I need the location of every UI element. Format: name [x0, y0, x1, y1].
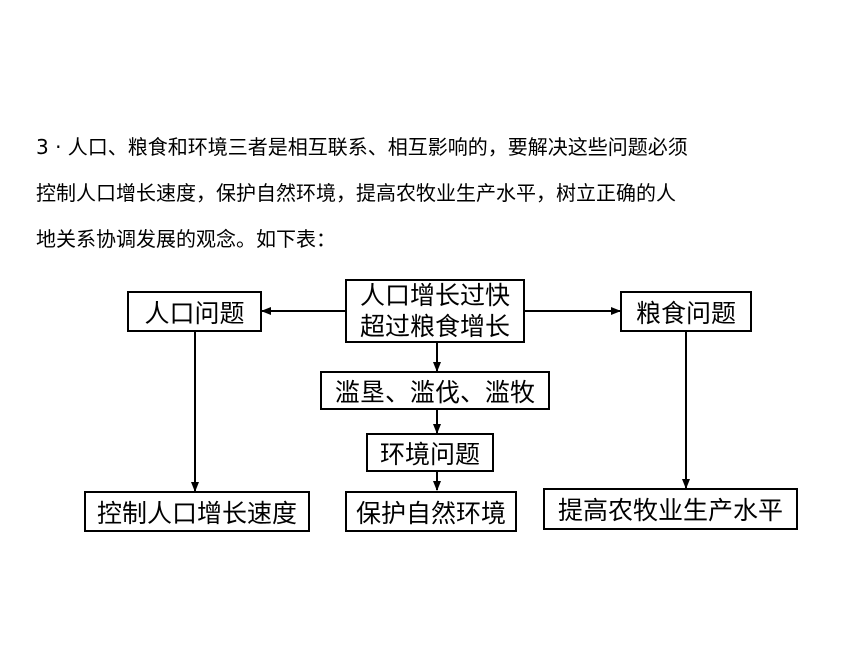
center-cause-line-2: 超过粮食增长: [359, 312, 510, 341]
right-solution-label: 提高农牧业生产水平: [557, 496, 783, 525]
left-solution-label: 控制人口增长速度: [96, 498, 297, 528]
center-cause-box: 人口增长过快 超过粮食增长: [345, 279, 525, 343]
center-cause-line-1: 人口增长过快: [359, 281, 510, 310]
right-problem-label: 粮食问题: [635, 298, 736, 328]
left-problem-label: 人口问题: [144, 298, 245, 328]
paragraph-line-3: 地关系协调发展的观念。如下表：: [36, 227, 336, 251]
question-paragraph: 3 · 人口、粮食和环境三者是相互联系、相互影响的，要解决这些问题必须 控制人口…: [36, 124, 836, 262]
left-problem-box: 人口问题: [127, 291, 262, 332]
middle-problem-label: 环境问题: [379, 439, 480, 469]
paragraph-line-2: 控制人口增长速度，保护自然环境，提高农牧业生产水平，树立正确的人: [36, 181, 676, 205]
middle-cause-box: 滥垦、滥伐、滥牧: [320, 371, 550, 410]
paragraph-line-1: 3 · 人口、粮食和环境三者是相互联系、相互影响的，要解决这些问题必须: [36, 135, 688, 159]
right-problem-box: 粮食问题: [620, 291, 752, 332]
middle-cause-label: 滥垦、滥伐、滥牧: [334, 377, 535, 407]
middle-solution-label: 保护自然环境: [355, 498, 506, 528]
left-solution-box: 控制人口增长速度: [84, 491, 310, 532]
right-solution-box: 提高农牧业生产水平: [543, 488, 798, 530]
middle-solution-box: 保护自然环境: [345, 491, 517, 532]
middle-problem-box: 环境问题: [366, 433, 494, 472]
